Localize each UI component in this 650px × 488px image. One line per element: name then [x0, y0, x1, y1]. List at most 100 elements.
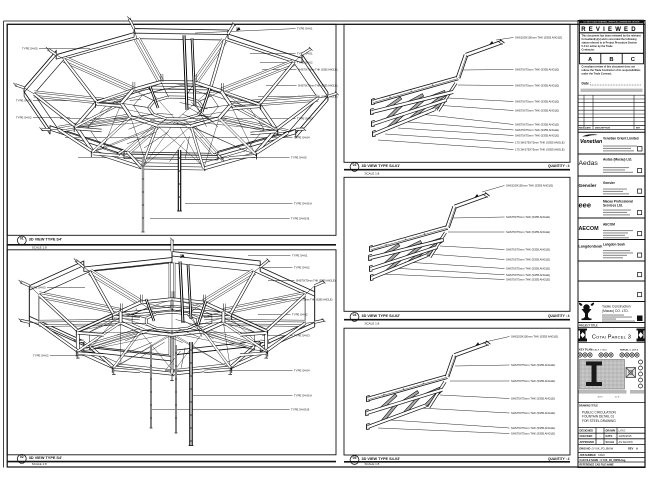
svg-text:QUANTITY : 4: QUANTITY : 4	[548, 164, 570, 168]
svg-text:LangdonSeah: LangdonSeah	[579, 245, 603, 249]
svg-text:5.4 for action by the Tra: 5.4 for action by the Trade	[582, 45, 614, 48]
svg-text:Consultant review of this: Consultant review of this document does …	[582, 66, 636, 69]
svg-text:05: 05	[353, 456, 357, 460]
svg-text:SHS75X75mm THK (S355 ANGLE): SHS75X75mm THK (S355 ANGLE)	[506, 248, 550, 252]
svg-text:SHS75X75mm THK (S355 ANGLE): SHS75X75mm THK (S355 ANGLE)	[511, 411, 555, 415]
svg-text:SCALE 1:8: SCALE 1:8	[365, 321, 380, 325]
svg-text:TYPE S4-03: TYPE S4-03	[30, 286, 46, 290]
svg-text:Venetian: Venetian	[580, 139, 603, 145]
svg-text:A: A	[588, 57, 593, 63]
svg-text:KEY PLAN: KEY PLAN	[579, 348, 592, 352]
svg-text:SHS75X75mm THK (S355 ANGLE): SHS75X75mm THK (S355 ANGLE)	[506, 230, 550, 234]
svg-text:L75 SHS75X75mm THK (S355 ANGLE: L75 SHS75X75mm THK (S355 ANGLE)	[515, 141, 565, 145]
svg-text:JOB NUMBER: JOB NUMBER	[580, 454, 596, 457]
svg-text:C: C	[631, 57, 636, 63]
svg-text:SCALE 1:8: SCALE 1:8	[32, 462, 47, 466]
svg-text:TYPE S4-05 A: TYPE S4-05 A	[294, 202, 312, 206]
svg-text:Cotai Parcel 3: Cotai Parcel 3	[592, 334, 631, 340]
svg-text:SHS150X150mm THK (S355 ANGLE): SHS150X150mm THK (S355 ANGLE)	[515, 36, 562, 40]
svg-text:Gensler: Gensler	[603, 181, 616, 185]
svg-text:SHS75X75mm THK (S355 ANGLE): SHS75X75mm THK (S355 ANGLE)	[515, 109, 559, 113]
svg-text:TYPE S4-05: TYPE S4-05	[291, 156, 307, 160]
svg-text:SHS75X75mm THK (S355 ANGLE): SHS75X75mm THK (S355 ANGLE)	[506, 278, 550, 282]
svg-text:SHS75X75mm THK (S355 ANGLE): SHS75X75mm THK (S355 ANGLE)	[298, 69, 338, 72]
svg-text:3D VIEW TYPE S4-02': 3D VIEW TYPE S4-02'	[362, 314, 401, 318]
svg-text:SCALE: SCALE	[606, 440, 615, 444]
svg-text:Consultant(s)(s) and is acc: Consultant(s)(s) and is accorded the fol…	[582, 38, 637, 41]
svg-text:3D VIEW TYPE S4-03': 3D VIEW TYPE S4-03'	[362, 457, 401, 461]
svg-text:This document has been rev: This document has been reviewed by the r…	[582, 34, 641, 37]
svg-text:SHS150X150mm THK (S355 ANGLE): SHS150X150mm THK (S355 ANGLE)	[506, 184, 553, 188]
svg-text:FOR STEEL DRAWING: FOR STEEL DRAWING	[582, 419, 616, 423]
svg-text:3D VIEW TYPE S4': 3D VIEW TYPE S4'	[29, 456, 62, 460]
svg-text:SCALE 1:8: SCALE 1:8	[365, 171, 380, 175]
svg-text:SCALE 1:7500: SCALE 1:7500	[592, 349, 607, 352]
svg-text:TYPE S4-05 B: TYPE S4-05 B	[291, 217, 309, 221]
svg-text:Aedas (Macau) Ltd.: Aedas (Macau) Ltd.	[603, 158, 632, 162]
svg-text:AECOM: AECOM	[579, 226, 600, 232]
svg-text:DRAWING TITLE: DRAWING TITLE	[579, 405, 598, 408]
svg-text:31520: 31520	[598, 454, 605, 457]
svg-text:A: A	[636, 447, 638, 451]
svg-text:Aedas: Aedas	[579, 160, 599, 167]
svg-text:Date :: Date :	[582, 82, 591, 86]
svg-text:LYKO: LYKO	[619, 429, 626, 433]
svg-text:04: 04	[353, 313, 357, 317]
svg-text:107.5: 107.5	[597, 397, 603, 399]
svg-text:PARCEL 1, LOT 2: PARCEL 1, LOT 2	[620, 349, 639, 352]
svg-text:PUBLIC CIRCULATION: PUBLIC CIRCULATION	[582, 411, 616, 415]
svg-text:SHS150X150mm THK (S355 ANGLE): SHS150X150mm THK (S355 ANGLE)	[511, 335, 558, 339]
svg-text:2.7 6: 2.7 6	[615, 397, 620, 399]
svg-text:DESCRIPTION: DESCRIPTION	[595, 128, 610, 130]
svg-text:SHS75X75mm THK (S355 ANGLE): SHS75X75mm THK (S355 ANGLE)	[515, 123, 559, 127]
svg-text:TYPE S4-03: TYPE S4-03	[297, 117, 313, 121]
svg-text:SHS75X75mm THK (S355 ANGLE): SHS75X75mm THK (S355 ANGLE)	[296, 280, 336, 283]
svg-text:CHECKED: CHECKED	[580, 434, 593, 438]
svg-text:SHS75X75mm THK (S355 ANGLE): SHS75X75mm THK (S355 ANGLE)	[506, 267, 550, 271]
svg-text:DRAWN: DRAWN	[606, 429, 616, 433]
svg-text:TYPE S4-03: TYPE S4-03	[294, 334, 310, 338]
svg-text:SHS75X75mm THK (S355 ANGLE): SHS75X75mm THK (S355 ANGLE)	[506, 273, 550, 277]
svg-text:REV: REV	[579, 128, 584, 130]
svg-text:Langdon Seah: Langdon Seah	[603, 243, 625, 247]
svg-text:-: -	[600, 435, 601, 438]
svg-text:TYPE S4-02: TYPE S4-02	[294, 266, 310, 270]
svg-text:DATE: DATE	[606, 434, 613, 438]
svg-text:SCALE 1:8: SCALE 1:8	[32, 245, 47, 249]
svg-text:SCALE 1:8: SCALE 1:8	[365, 462, 380, 466]
svg-text:REFERENCE CAD FILE NAME: REFERENCE CAD FILE NAME	[580, 464, 615, 467]
svg-text:TYPE S4-05 A: TYPE S4-05 A	[294, 394, 312, 398]
svg-text:under the Trade Contract.: under the Trade Contract.	[582, 73, 613, 76]
svg-text:SHS75X75mm THK (S355 ANGLE): SHS75X75mm THK (S355 ANGLE)	[506, 258, 550, 262]
svg-text:relieve the Trade Contracto: relieve the Trade Contractor of its resp…	[582, 69, 642, 72]
svg-text:TYPE S4-02: TYPE S4-02	[292, 313, 308, 317]
svg-text:QUANTITY : 4: QUANTITY : 4	[548, 314, 570, 318]
svg-text:3D VIEW TYPE S4-01': 3D VIEW TYPE S4-01'	[362, 164, 401, 168]
svg-text:SHS75X75mm THK (S355 ANGLE): SHS75X75mm THK (S355 ANGLE)	[506, 215, 550, 219]
svg-text:-: -	[354, 462, 355, 465]
svg-text:Contractor.: Contractor.	[582, 48, 596, 51]
svg-text:SHS75X75mm THK (S355 ANGLE): SHS75X75mm THK (S355 ANGLE)	[515, 68, 559, 72]
svg-text:AECOM: AECOM	[603, 223, 615, 227]
svg-text:SHS75X75mm THK (S355 ANGLE): SHS75X75mm THK (S355 ANGLE)	[515, 128, 559, 132]
svg-text:AS SHOWN: AS SHOWN	[619, 440, 633, 444]
svg-text:Services Ltd.: Services Ltd.	[603, 203, 623, 207]
svg-text:3-YUK_FD_8N0W: 3-YUK_FD_8N0W	[592, 447, 614, 451]
svg-text:REV: REV	[628, 447, 634, 451]
svg-text:L75 SHS75X75mm THK (S355 ANGLE: L75 SHS75X75mm THK (S355 ANGLE)	[515, 148, 565, 152]
svg-text:-: -	[600, 441, 601, 444]
svg-text:B: B	[609, 57, 613, 63]
svg-text:SHS75X75mm THK (S355 ANGLE): SHS75X75mm THK (S355 ANGLE)	[515, 134, 559, 138]
svg-text:SHS75X75mm THK (S355 ANGLE): SHS75X75mm THK (S355 ANGLE)	[511, 363, 555, 367]
svg-text:03: 03	[353, 163, 357, 167]
svg-text:3D VIEW TYPE S4': 3D VIEW TYPE S4'	[29, 238, 62, 242]
svg-text:TYPE S4-02: TYPE S4-02	[16, 116, 32, 120]
svg-text:01: 01	[20, 237, 24, 241]
svg-text:SHS75X75mm THK (S355 ANGLE): SHS75X75mm THK (S355 ANGLE)	[511, 426, 555, 430]
svg-text:TYPE S4-01: TYPE S4-01	[292, 254, 308, 258]
svg-text:SHS75X75mm THK (S355 ANGLE): SHS75X75mm THK (S355 ANGLE)	[515, 84, 559, 88]
svg-text:TYPE S4-02: TYPE S4-02	[16, 99, 32, 103]
svg-text:TYPE S4-04: TYPE S4-04	[294, 369, 310, 373]
svg-text:DESIGNED: DESIGNED	[580, 429, 594, 433]
svg-text:Macau Professional: Macau Professional	[603, 200, 633, 204]
